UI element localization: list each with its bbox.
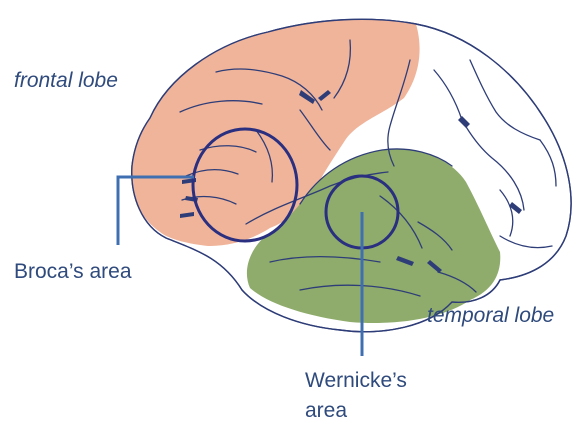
temporal-lobe-label: temporal lobe <box>427 303 554 329</box>
wernicke-label-line1: Wernicke’s <box>305 366 407 396</box>
frontal-lobe-label: frontal lobe <box>14 68 118 94</box>
broca-area-label: Broca’s area <box>14 259 132 285</box>
wernicke-area-label: Wernicke’s area <box>305 366 407 426</box>
wernicke-label-line2: area <box>305 396 407 426</box>
